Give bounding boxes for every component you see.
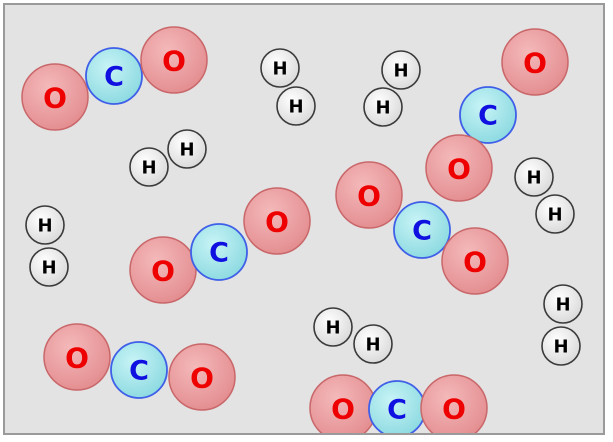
hydrogen-atom	[29, 247, 69, 287]
hydrogen-atom	[363, 87, 403, 127]
hydrogen-atom	[167, 129, 207, 169]
carbon-dioxide-molecule: O C O	[21, 26, 208, 131]
oxygen-atom-label: O	[331, 393, 355, 426]
hydrogen-molecule: HH	[514, 157, 575, 234]
hydrogen-molecule: HH	[541, 284, 583, 366]
hydrogen-atom-label: H	[375, 98, 390, 119]
hydrogen-atom	[129, 147, 169, 187]
hydrogen-molecule: HH	[129, 129, 207, 187]
carbon-atom	[190, 223, 248, 281]
hydrogen-atom	[313, 307, 353, 347]
hydrogen-molecule: HH	[260, 48, 316, 126]
hydrogen-atom	[260, 48, 300, 88]
carbon-atom-label: C	[412, 216, 432, 247]
hydrogen-atom-label: H	[41, 258, 56, 279]
oxygen-atom	[129, 236, 197, 304]
hydrogen-molecule: HH	[363, 50, 421, 127]
oxygen-atom-label: O	[151, 255, 175, 288]
carbon-atom-label: C	[478, 101, 498, 132]
oxygen-atom	[425, 134, 493, 202]
carbon-dioxide-molecule: OCO	[425, 28, 569, 202]
oxygen-atom-label: O	[265, 206, 289, 239]
hydrogen-atom	[535, 194, 575, 234]
hydrogen-atom-label: H	[365, 335, 380, 356]
hydrogen-atom-label: H	[325, 318, 340, 339]
oxygen-atom-label: O	[162, 45, 186, 78]
carbon-atom	[393, 201, 451, 259]
oxygen-atom-label: O	[523, 47, 547, 80]
oxygen-atom	[335, 161, 403, 229]
oxygen-atom	[43, 323, 111, 391]
hydrogen-atom-label: H	[37, 216, 52, 237]
hydrogen-atom-label: H	[272, 59, 287, 80]
hydrogen-atom	[543, 284, 583, 324]
oxygen-atom	[21, 63, 89, 131]
hydrogen-atom-label: H	[393, 61, 408, 82]
carbon-dioxide-molecule: OCO	[335, 161, 509, 295]
oxygen-atom	[420, 374, 488, 433]
hydrogen-atom	[276, 86, 316, 126]
hydrogen-atom	[541, 326, 581, 366]
hydrogen-atom	[353, 324, 393, 364]
oxygen-atom-label: O	[65, 342, 89, 375]
carbon-atom-label: C	[209, 238, 229, 269]
hydrogen-atom	[514, 157, 554, 197]
hydrogen-atom-label: H	[526, 168, 541, 189]
hydrogen-molecule: HH	[313, 307, 393, 364]
oxygen-atom-label: O	[357, 180, 381, 213]
oxygen-atom	[243, 187, 311, 255]
oxygen-atom-label: O	[447, 153, 471, 186]
hydrogen-atom-label: H	[179, 140, 194, 161]
oxygen-atom-label: O	[43, 82, 67, 115]
carbon-atom	[459, 86, 517, 144]
hydrogen-atom-label: H	[555, 295, 570, 316]
carbon-atom-label: C	[129, 356, 149, 387]
oxygen-atom-label: O	[442, 393, 466, 426]
hydrogen-atom	[25, 205, 65, 245]
oxygen-atom	[501, 28, 569, 96]
carbon-dioxide-molecule: O C O	[129, 187, 311, 304]
carbon-atom	[110, 341, 168, 399]
oxygen-atom	[441, 227, 509, 295]
hydrogen-atom-label: H	[141, 158, 156, 179]
hydrogen-atom-label: H	[547, 205, 562, 226]
carbon-atom-label: C	[104, 62, 124, 93]
oxygen-atom	[140, 26, 208, 94]
carbon-atom	[85, 47, 143, 105]
oxygen-atom	[168, 343, 236, 411]
hydrogen-atom-label: H	[553, 337, 568, 358]
hydrogen-atom-label: H	[288, 97, 303, 118]
hydrogen-atom	[381, 50, 421, 90]
oxygen-atom-label: O	[463, 246, 487, 279]
hydrogen-molecule: HH	[25, 205, 69, 287]
carbon-atom-label: C	[387, 395, 407, 426]
oxygen-atom-label: O	[190, 362, 214, 395]
